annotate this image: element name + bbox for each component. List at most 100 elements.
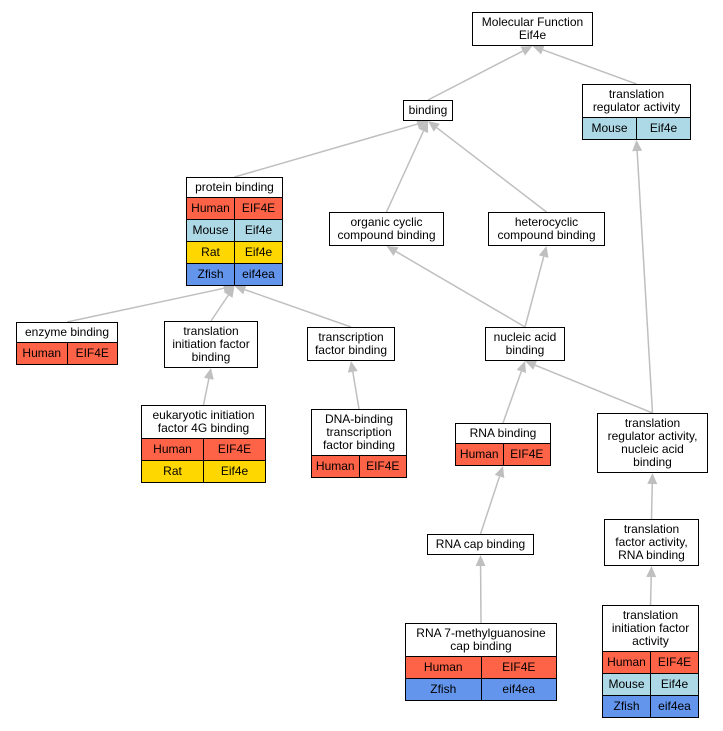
gene-symbol: EIF4E (234, 198, 282, 219)
edge-eb-to-pb (66, 287, 224, 323)
gene-symbol: eif4ea (234, 264, 282, 285)
arrowhead-icon (475, 555, 486, 567)
species-name: Human (607, 655, 646, 669)
species-name: Human (423, 660, 463, 674)
term-label: Molecular Function Eif4e (481, 15, 584, 42)
term-label: binding (408, 103, 448, 117)
gene-symbol: EIF4E (203, 439, 265, 460)
arrowhead-icon (520, 46, 533, 56)
gene-symbol: EIF4E (502, 444, 551, 465)
species-row: Zfish eif4ea (603, 695, 698, 717)
arrowhead-icon (538, 246, 549, 258)
term-label: RNA cap binding (435, 537, 526, 551)
gene-symbol: Eif4e (636, 118, 690, 139)
arrowhead-icon (234, 284, 247, 295)
species-name: Mouse (591, 121, 628, 135)
gene-symbol: EIF4E (66, 343, 118, 364)
species-row: Human EIF4E (406, 656, 556, 678)
term-node-nab[interactable]: nucleic acid binding (485, 327, 565, 361)
species-name: Human (191, 201, 230, 215)
term-node-rcb[interactable]: RNA cap binding (427, 534, 534, 555)
term-label: protein binding (195, 180, 274, 194)
term-node-trana[interactable]: translation regulator activity, nucleic … (597, 413, 708, 473)
term-label: enzyme binding (24, 325, 110, 339)
edge-trana-to-tra (636, 150, 654, 414)
arrowhead-icon (224, 286, 235, 298)
gene-symbol: Eif4e (234, 242, 282, 263)
species-row: Rat Eif4e (142, 460, 265, 482)
species-name: Human (459, 447, 499, 461)
arrowhead-icon (418, 121, 428, 134)
species-row: Rat Eif4e (187, 241, 282, 263)
term-node-mf[interactable]: Molecular Function Eif4e (472, 12, 593, 46)
species-row: Mouse Eif4e (583, 117, 690, 139)
term-label: RNA binding (469, 426, 537, 440)
arrowhead-icon (494, 466, 505, 479)
edge-pb-to-binding (234, 123, 418, 178)
arrowhead-icon (647, 473, 658, 485)
edge-occb-to-binding (385, 130, 425, 213)
term-node-tifb[interactable]: translation initiation factor binding (164, 321, 258, 368)
term-node-occb[interactable]: organic cyclic compound binding (329, 212, 444, 246)
term-label: translation regulator activity (592, 87, 681, 114)
arrowhead-icon (416, 119, 428, 129)
gene-symbol: Eif4e (650, 674, 698, 695)
term-node-dbtfb[interactable]: DNA-binding transcription factor binding… (311, 409, 407, 478)
edge-tra-to-mf (542, 49, 637, 85)
arrowhead-icon (347, 361, 358, 373)
arrowhead-icon (632, 140, 643, 152)
term-label: eukaryotic initiation factor 4G binding (152, 408, 255, 435)
arrowhead-icon (386, 246, 399, 256)
edge-rnab-to-nab (502, 371, 523, 424)
species-row: Mouse Eif4e (603, 673, 698, 695)
gene-symbol: EIF4E (480, 657, 557, 678)
species-name: Zfish (197, 267, 224, 281)
species-name: Human (315, 459, 355, 473)
term-label: translation initiation factor activity (611, 608, 690, 648)
species-name: Zfish (613, 699, 640, 713)
term-node-tfarb[interactable]: translation factor activity, RNA binding (604, 519, 699, 566)
edge-binding-to-mf (427, 50, 524, 101)
edge-ei4g-to-tifb (202, 378, 210, 406)
term-label: organic cyclic compound binding (337, 215, 436, 242)
edge-tifa-to-tfarb (649, 576, 652, 606)
term-label: heterocyclic compound binding (497, 215, 596, 242)
term-label: translation factor activity, RNA binding (615, 522, 688, 562)
arrowhead-icon (646, 566, 657, 578)
species-row: Human EIF4E (187, 197, 282, 219)
term-label: DNA-binding transcription factor binding (322, 412, 396, 452)
edge-tfarb-to-trana (650, 483, 654, 520)
edge-nab-to-occb (395, 250, 526, 328)
term-label: nucleic acid binding (493, 330, 557, 357)
gene-symbol: eif4ea (650, 696, 698, 717)
edge-rcb-to-rnab (479, 476, 501, 535)
gene-symbol: Eif4e (234, 220, 282, 241)
gene-symbol: EIF4E (358, 456, 407, 477)
arrowhead-icon (532, 45, 545, 55)
species-name: Rat (201, 245, 220, 259)
term-node-binding[interactable]: binding (403, 100, 453, 121)
edge-dbtfb-to-tfb (352, 371, 360, 410)
species-name: Zfish (430, 682, 457, 696)
species-row: Zfish eif4ea (187, 263, 282, 285)
gene-symbol: Eif4e (203, 461, 265, 482)
species-name: Mouse (608, 677, 645, 691)
term-node-tfb[interactable]: transcription factor binding (307, 327, 395, 361)
term-node-hcb[interactable]: heterocyclic compound binding (488, 212, 605, 246)
species-name: Rat (163, 464, 182, 478)
term-label: transcription factor binding (314, 330, 388, 357)
edge-nab-to-hcb (524, 256, 545, 328)
